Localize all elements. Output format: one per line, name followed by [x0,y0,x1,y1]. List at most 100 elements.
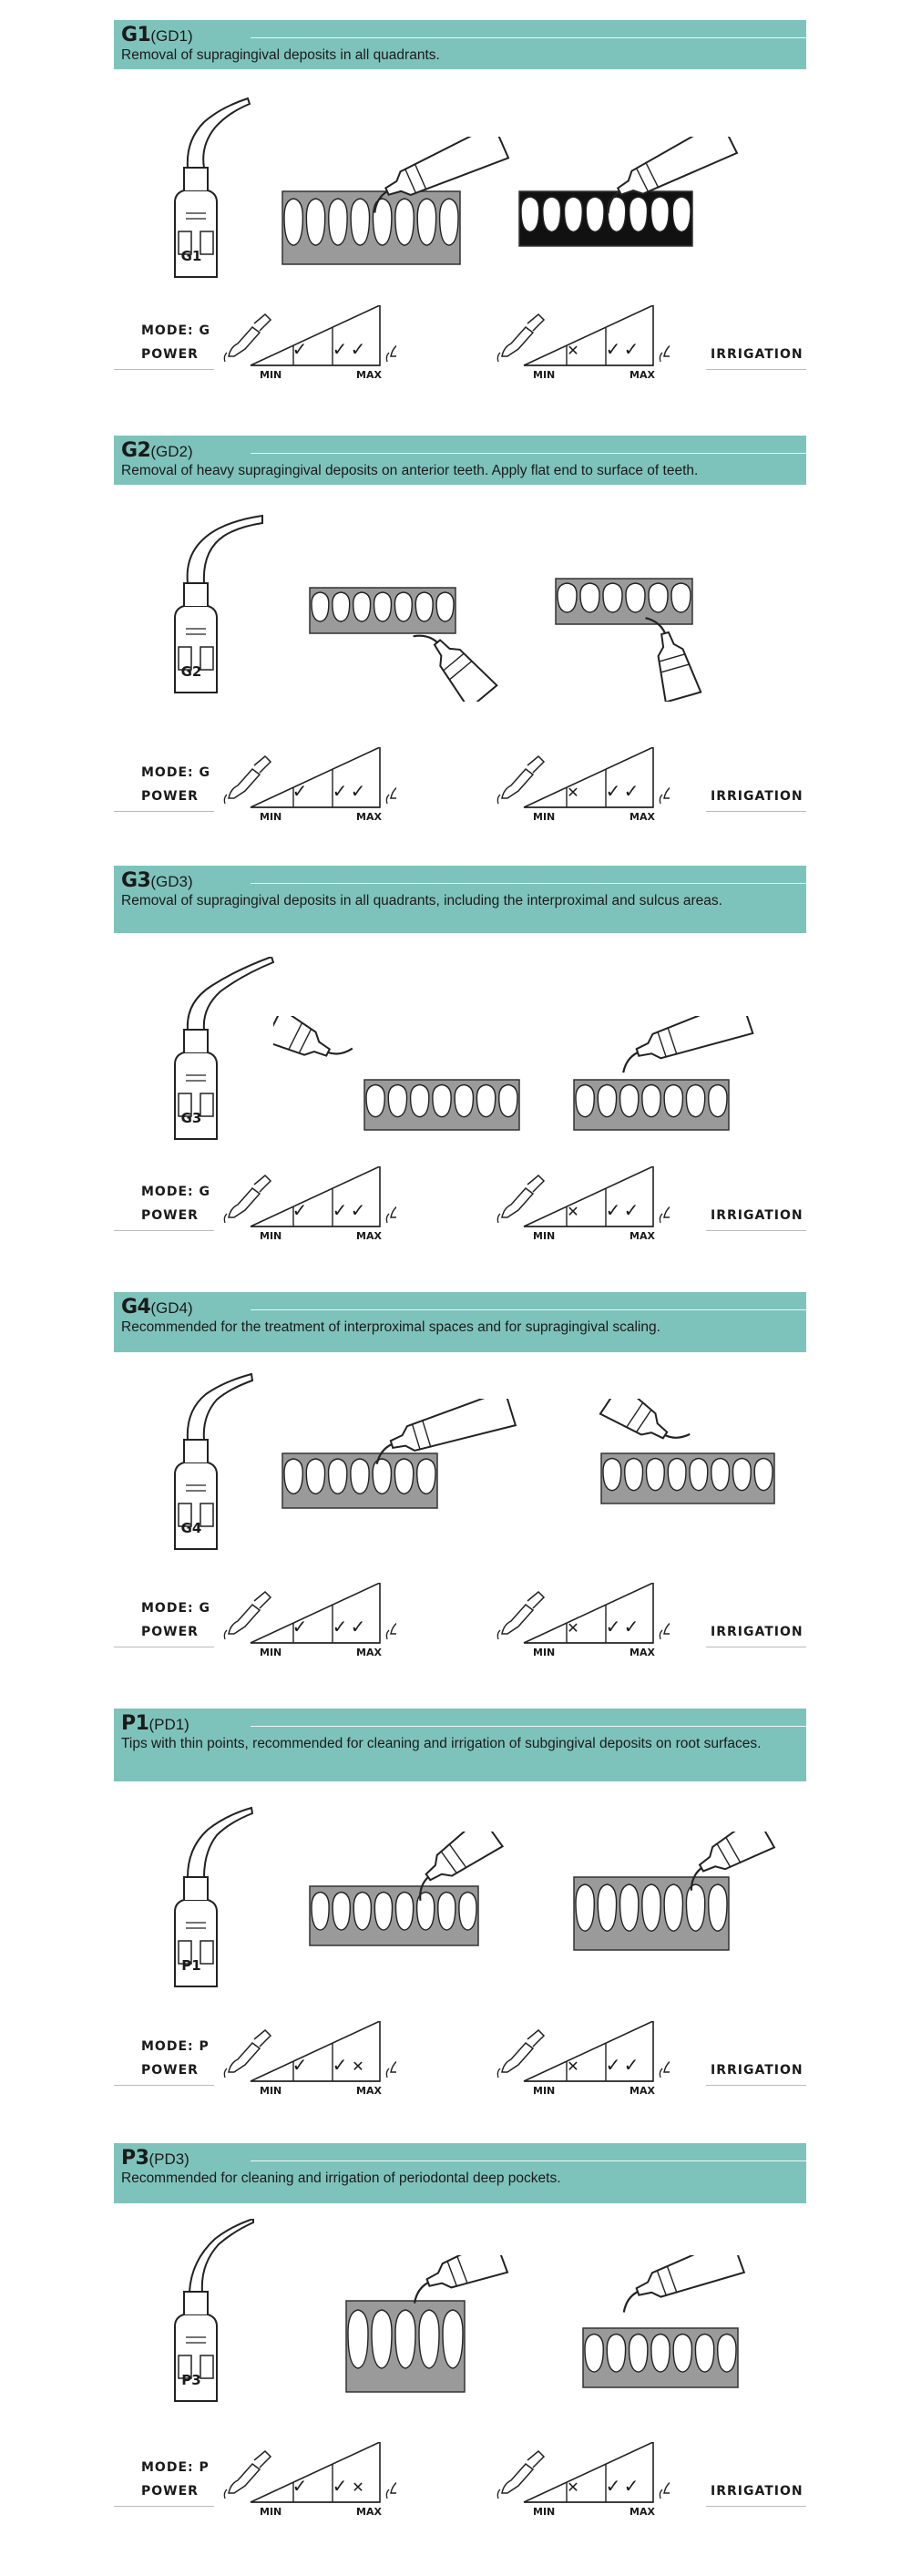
divider-line [114,811,214,812]
check-icon: ✓ [292,780,308,802]
irrigation-min-label: MIN [533,1230,556,1242]
section-header-p1: P1(PD1)Tips with thin points, recommende… [114,1709,806,1781]
cross-icon: ✕ [567,784,579,801]
tip-drawing-g2: G2 [164,510,282,693]
usage-illustration-svg [263,997,754,1131]
tip-code: P1 [121,1712,149,1735]
power-min-label: MIN [260,1230,282,1242]
irrigation-max-label: MAX [630,811,655,823]
check-icon: ✓ [292,2054,308,2076]
power-level-triangle [223,2021,396,2082]
header-rule [251,883,806,884]
check-icon: ✓ [623,1616,640,1637]
power-label: POWER [141,789,199,804]
tip-drawing-label: G4 [180,1520,202,1536]
tip-drawing-label: G1 [180,248,202,264]
usage-illustrations-g4 [273,1381,783,1558]
power-label: POWER [141,347,199,362]
power-max-label: MAX [356,369,382,381]
tip-drawing-g4: G4 [164,1367,282,1558]
check-icon: ✓ [350,780,366,802]
divider-line [114,2506,214,2507]
cross-icon: ✕ [567,342,579,359]
divider-line [706,369,806,370]
check-icon: ✓ [605,1616,621,1637]
usage-illustrations-g3 [263,997,783,1175]
power-label: POWER [141,2063,199,2078]
irrigation-max-label: MAX [630,2085,655,2097]
tip-drawing-label: G2 [180,663,202,680]
divider-line [706,811,806,812]
usage-illustration-svg [309,578,702,711]
tip-outline [174,97,251,278]
mode-label: MODE: G [141,323,210,338]
mode-label: MODE: P [141,2460,210,2475]
power-max-label: MAX [356,2085,382,2097]
check-icon: ✓ [623,2475,640,2497]
cross-icon: ✕ [567,1619,579,1637]
tip-code: G1 [121,24,151,46]
irrigation-label: IRRIGATION [711,2063,804,2078]
irrigation-level-triangle [496,2021,670,2082]
check-icon: ✓ [350,1199,366,1221]
mode-label: MODE: G [141,1185,210,1199]
power-label: POWER [141,2484,199,2499]
section-title: P3(PD3) [121,2147,189,2170]
divider-line [114,2085,214,2086]
irrigation-min-label: MIN [533,369,556,381]
check-icon: ✓ [605,2475,621,2497]
cross-icon: ✕ [352,2479,364,2496]
tip-outline [174,1372,254,1550]
tip-drawing-g3: G3 [164,955,282,1140]
irrigation-label: IRRIGATION [711,2484,804,2499]
irrigation-level-triangle [496,1166,670,1227]
section-header-g3: G3(GD3)Removal of supragingival deposits… [114,866,806,933]
power-label: POWER [141,1625,199,1639]
section-description: Recommended for the treatment of interpr… [121,1319,660,1335]
header-rule [251,37,806,38]
usage-illustrations-g2 [273,542,783,711]
section-title: P1(PD1) [121,1712,189,1735]
tip-alt-code: (GD3) [150,873,193,890]
section-description: Removal of supragingival deposits in all… [121,47,440,63]
irrigation-label: IRRIGATION [711,789,804,804]
power-min-label: MIN [260,2506,282,2518]
tip-code: G2 [121,439,151,462]
tip-alt-code: (GD2) [150,443,193,460]
irrigation-min-label: MIN [533,2506,556,2518]
check-icon: ✓ [623,338,640,360]
irrigation-min-label: MIN [533,1647,556,1658]
power-level-triangle [223,747,396,808]
divider-line [706,1230,806,1231]
irrigation-max-label: MAX [630,369,655,381]
tip-drawing-label: P3 [181,2372,201,2388]
tip-drawing-label: G3 [180,1110,202,1126]
usage-illustrations-p3 [273,2236,783,2415]
power-max-label: MAX [356,1230,382,1242]
power-max-label: MAX [356,1647,382,1658]
check-icon: ✓ [623,1199,640,1221]
section-header-p3: P3(PD3)Recommended for cleaning and irri… [114,2143,806,2203]
tip-code: G4 [121,1296,151,1319]
check-icon: ✓ [332,780,348,802]
power-max-label: MAX [356,811,382,823]
usage-illustration-svg [345,2236,746,2393]
cross-icon: ✕ [567,2479,579,2496]
check-icon: ✓ [605,1199,621,1221]
tip-alt-code: (GD1) [150,27,193,45]
check-icon: ✓ [292,2475,308,2497]
mode-label: MODE: G [141,1601,210,1616]
irrigation-level-triangle [496,747,670,808]
check-icon: ✓ [332,1199,348,1221]
check-icon: ✓ [605,780,621,802]
section-title: G1(GD1) [121,24,193,46]
check-icon: ✓ [332,2054,348,2076]
check-icon: ✓ [350,1616,366,1637]
header-rule [251,1726,806,1727]
tip-code: G3 [121,869,151,892]
